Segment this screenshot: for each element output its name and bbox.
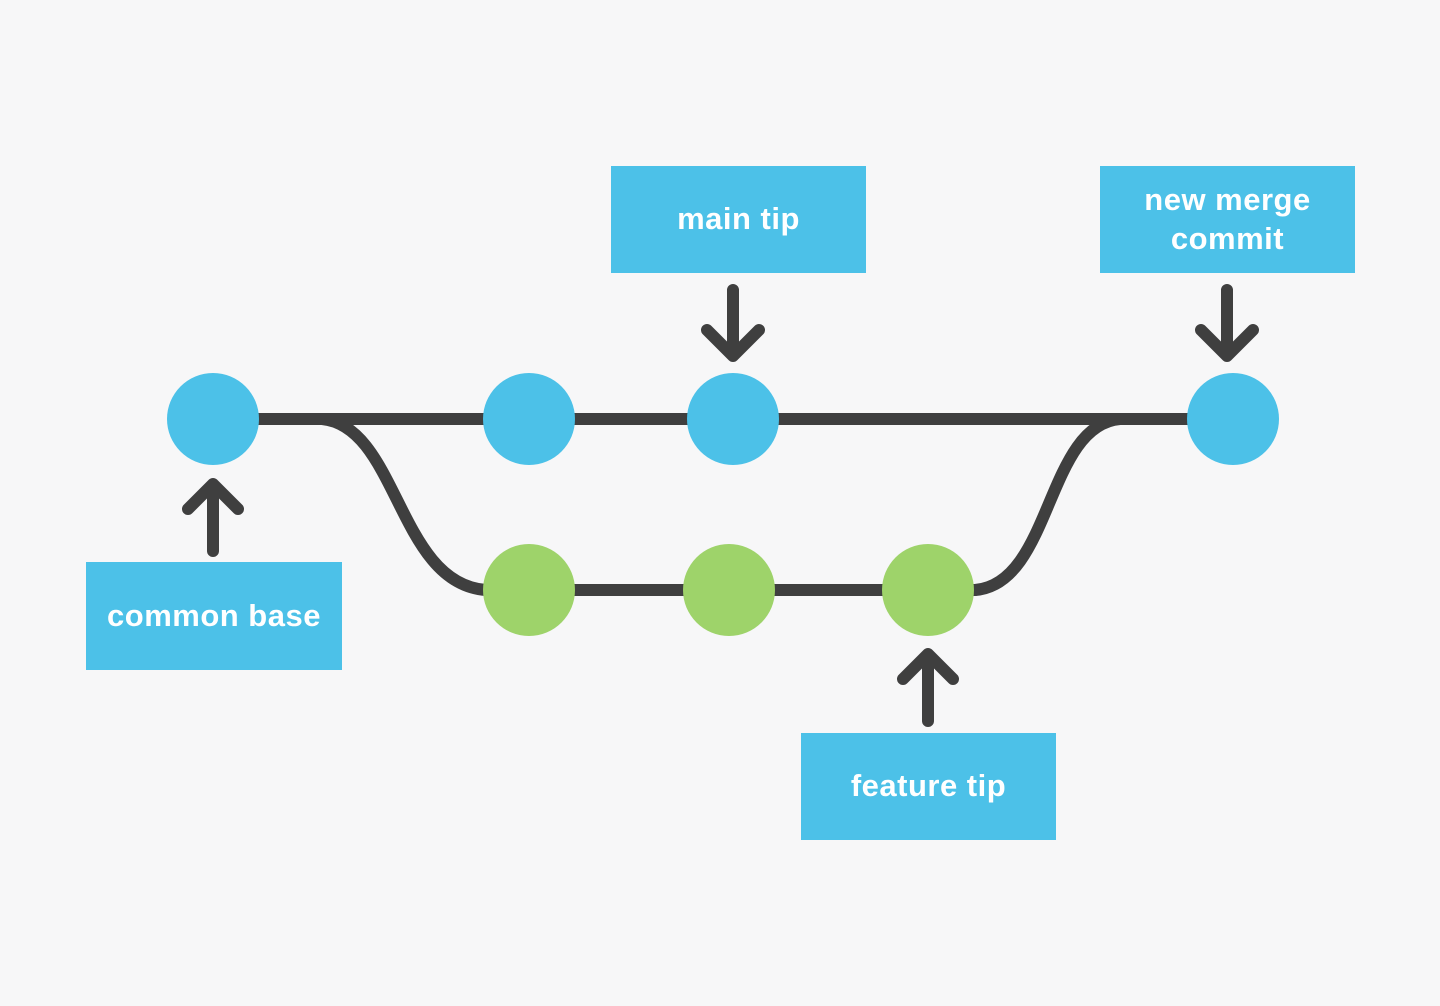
feature-tip-label: feature tip — [801, 733, 1056, 840]
new-merge-commit-arrow-down-icon — [1195, 284, 1259, 362]
new-merge-commit-label: new merge commit — [1100, 166, 1355, 273]
new-merge-commit-label-text: new merge commit — [1144, 181, 1311, 256]
commit-feature-2 — [683, 544, 775, 636]
commit-feature-1 — [483, 544, 575, 636]
commit-feature-tip — [882, 544, 974, 636]
main-tip-label-text: main tip — [677, 201, 800, 237]
branch-out-curve — [316, 413, 492, 596]
feature-tip-arrow-up-icon — [897, 648, 959, 727]
commit-new-merge — [1187, 373, 1279, 465]
common-base-label-text: common base — [107, 597, 321, 633]
main-tip-arrow-down-icon — [701, 284, 765, 362]
feature-tip-label-text: feature tip — [850, 768, 1007, 804]
commit-main-2 — [483, 373, 575, 465]
commit-main-tip — [687, 373, 779, 465]
merge-in-curve — [969, 413, 1126, 596]
main-tip-label: main tip — [611, 166, 866, 273]
common-base-label: common base — [86, 562, 342, 670]
common-base-arrow-up-icon — [182, 478, 244, 557]
commit-common-base — [167, 373, 259, 465]
